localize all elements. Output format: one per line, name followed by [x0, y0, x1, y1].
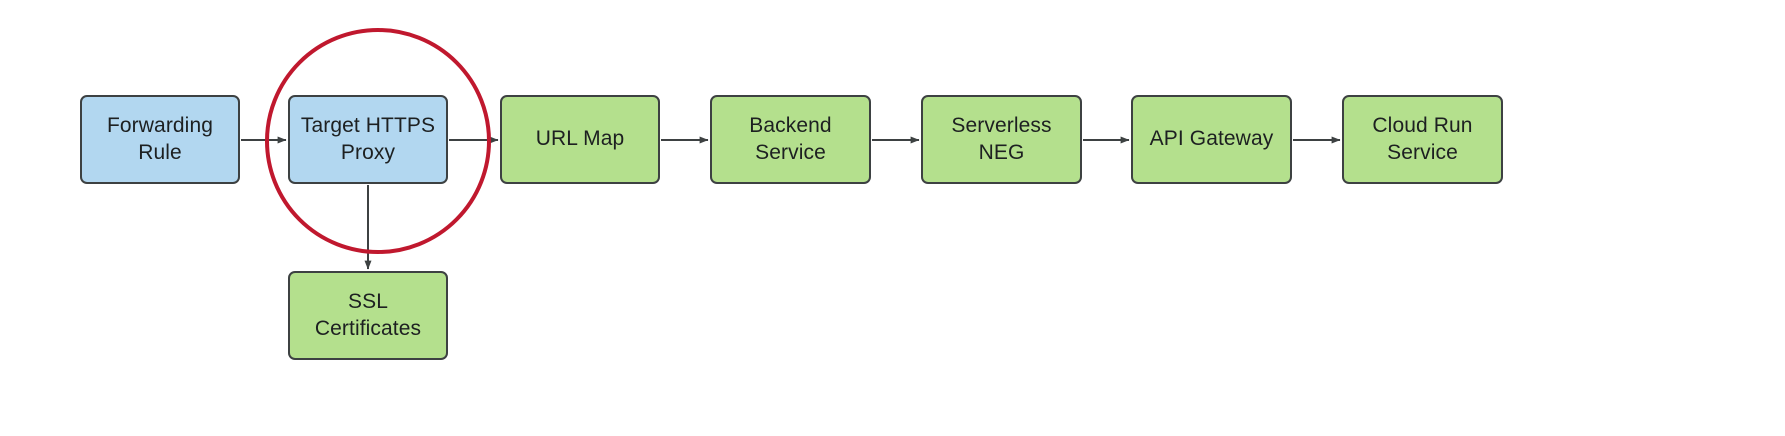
node-label-cloud-run-service: Cloud Run Service — [1372, 113, 1473, 164]
node-backend-service[interactable]: Backend Service — [710, 95, 871, 184]
node-ssl-certificates[interactable]: SSL Certificates — [288, 271, 448, 360]
node-label-ssl-certificates: SSL Certificates — [314, 289, 422, 340]
highlight-circle-icon — [265, 28, 491, 254]
node-label-serverless-neg: Serverless NEG — [951, 113, 1052, 164]
node-label-api-gateway: API Gateway — [1149, 127, 1274, 151]
node-serverless-neg[interactable]: Serverless NEG — [921, 95, 1082, 184]
node-url-map[interactable]: URL Map — [500, 95, 660, 184]
node-cloud-run-service[interactable]: Cloud Run Service — [1342, 95, 1503, 184]
node-label-forwarding-rule: Forwarding Rule — [106, 113, 214, 164]
node-api-gateway[interactable]: API Gateway — [1131, 95, 1292, 184]
node-label-url-map: URL Map — [535, 127, 625, 151]
node-forwarding-rule[interactable]: Forwarding Rule — [80, 95, 240, 184]
node-label-backend-service: Backend Service — [749, 113, 832, 164]
